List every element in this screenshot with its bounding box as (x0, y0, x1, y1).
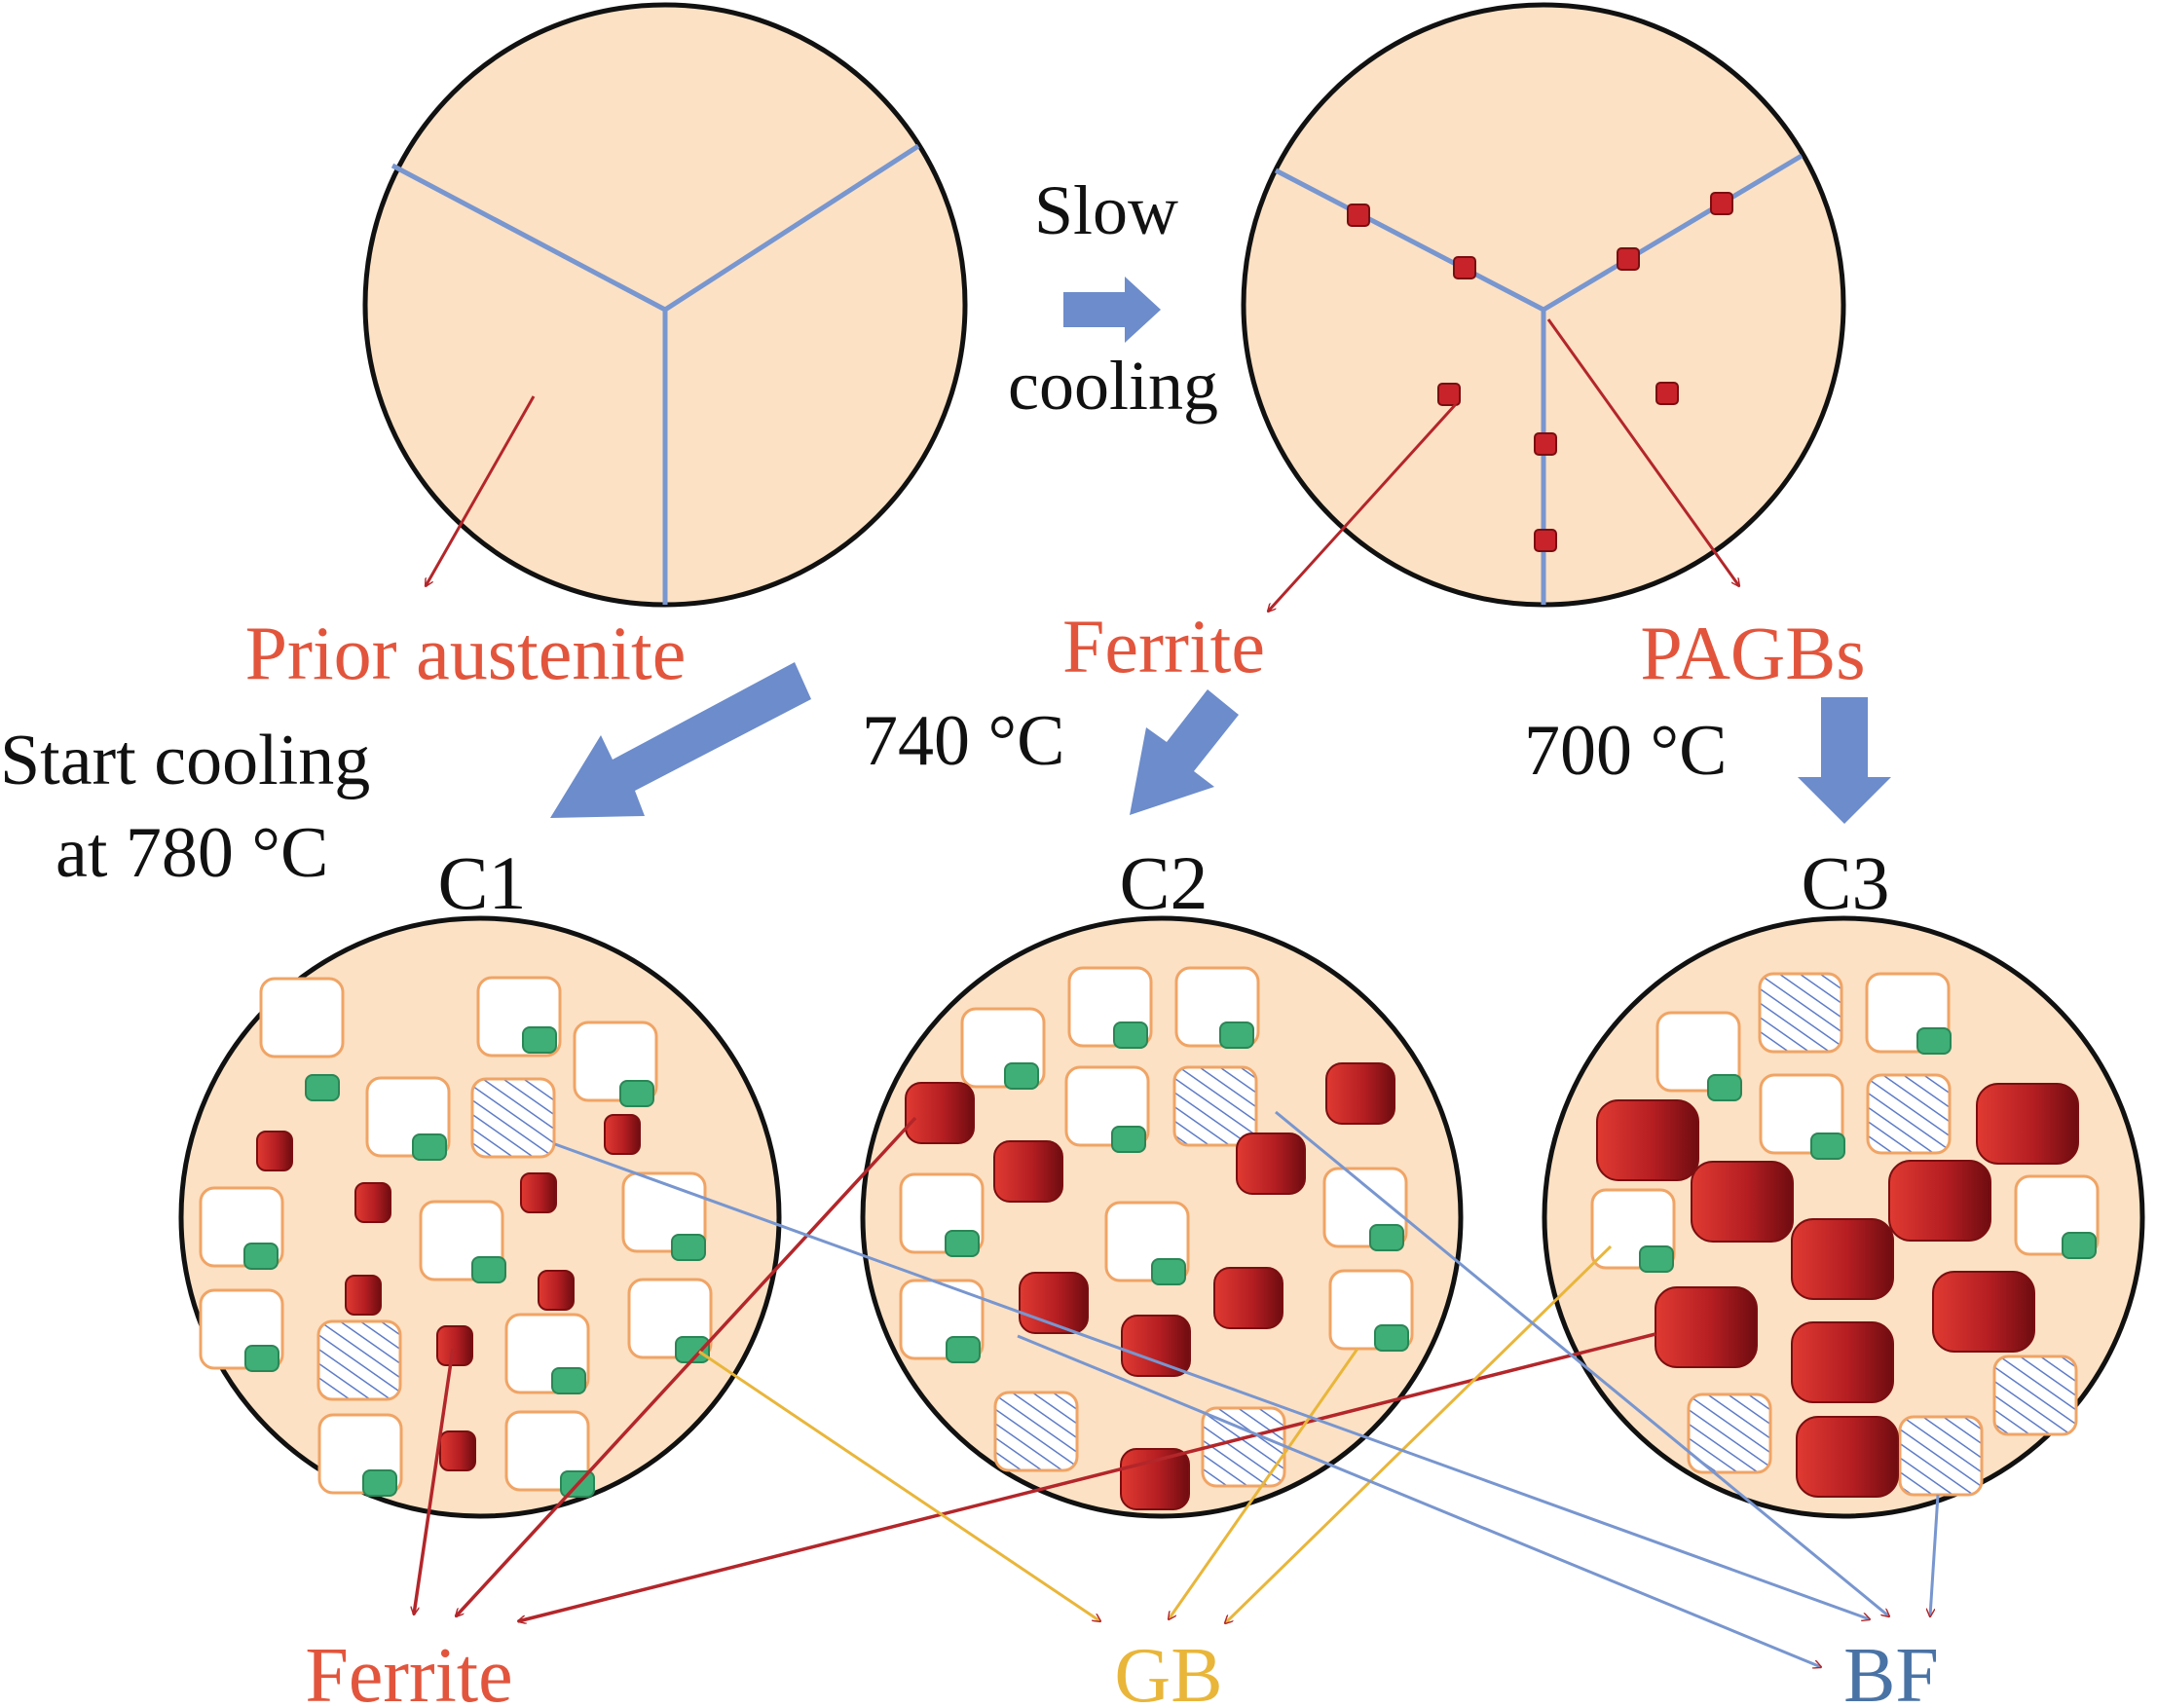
bf-cells (993, 1065, 1286, 1488)
bf-label: BF (1843, 1633, 1939, 1708)
c2-label: C2 (1119, 840, 1208, 925)
ma-islands (945, 1021, 1409, 1363)
ma-islands (243, 1026, 710, 1498)
gb-label: GB (1114, 1633, 1222, 1708)
annotation-arrows-top (424, 318, 1739, 612)
c3-label: C3 (1801, 840, 1889, 925)
slow-label: Slow (1034, 171, 1178, 249)
cooling-label: cooling (1008, 347, 1218, 425)
slow-cooling-arrow (1063, 277, 1161, 343)
microstructure-c2 (860, 915, 1464, 1519)
cooling-740-arrow (1130, 689, 1239, 815)
gb-pointer-arrows (698, 1244, 1613, 1623)
temp-740-label: 740 °C (862, 701, 1064, 781)
pagbs-label: PAGBs (1640, 611, 1865, 695)
c1-label: C1 (437, 840, 526, 925)
start-temp-label: at 780 °C (56, 813, 328, 893)
labels: Slow cooling Prior austenite Ferrite PAG… (0, 171, 1939, 1708)
ferrite-pointer-arrows (414, 1116, 1656, 1621)
prior-austenite-grain (362, 2, 968, 608)
ferrite-bottom-label: Ferrite (305, 1633, 512, 1708)
pagb-boundaries (1274, 153, 1804, 605)
ferrite-top-label: Ferrite (1062, 604, 1265, 688)
temp-700-label: 700 °C (1524, 711, 1727, 791)
ferrite-nuclei (1347, 192, 1733, 552)
cooling-arrows (550, 662, 1891, 824)
bf-pointer-arrows (554, 1110, 1940, 1667)
ferrite-nucleation-grain (1241, 2, 1846, 608)
bf-cells (316, 1077, 556, 1401)
prior-austenite-label: Prior austenite (245, 611, 687, 695)
ferrite-grains (256, 1114, 641, 1471)
start-cooling-arrow (550, 662, 811, 818)
bf-cells (1687, 972, 2078, 1497)
microstructure-c1 (178, 915, 782, 1519)
cooling-700-arrow (1798, 697, 1891, 824)
ma-islands (1639, 1027, 2097, 1273)
ferrite-grains (1596, 1083, 2079, 1498)
ferrite-grains (905, 1062, 1395, 1510)
grain-boundaries (390, 143, 920, 605)
microstructure-c3 (1542, 915, 2145, 1519)
start-cooling-label: Start cooling (0, 721, 370, 800)
